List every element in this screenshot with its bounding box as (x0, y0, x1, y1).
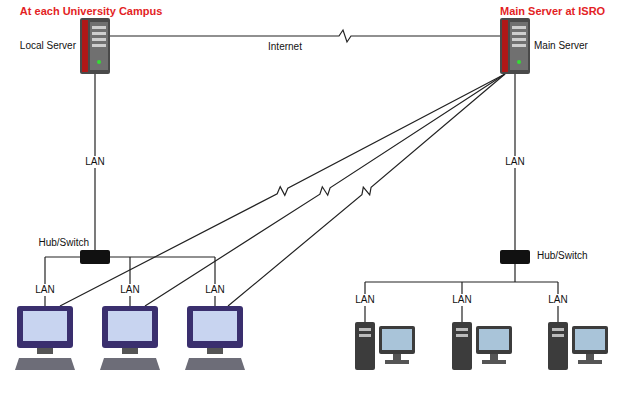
campus-computer (23, 311, 67, 341)
server-icon (512, 38, 526, 41)
isro-workstation (552, 334, 564, 337)
campus-computer (100, 358, 160, 370)
server-row: Local Server (20, 18, 110, 74)
isro-workstation (456, 334, 468, 337)
isro-workstation (572, 326, 608, 354)
isro-workstation (476, 326, 512, 354)
wire-label: LAN (203, 284, 226, 296)
isro-workstation (456, 328, 468, 331)
internet-link (110, 30, 500, 42)
link-label: Internet (266, 41, 304, 53)
isro-workstation (382, 329, 412, 350)
isro-workstation (355, 322, 415, 370)
server-icon (92, 26, 106, 29)
server-node: Main Server at ISRO Main Server (500, 4, 605, 74)
wire-label: LAN (118, 284, 141, 296)
campus-computer (185, 306, 245, 370)
isro-workstation (359, 328, 371, 331)
wireless-link (145, 74, 505, 306)
lan-wire (129, 257, 130, 306)
lan-wire (44, 257, 45, 306)
isro-workstation (482, 360, 506, 364)
node-label: Hub/Switch (536, 250, 589, 262)
isro-workstation (575, 329, 605, 350)
server-row: Main Server (500, 18, 588, 74)
isro-workstation (552, 328, 564, 331)
hub-switch: Hub/Switch (80, 250, 110, 264)
isro-workstation (355, 322, 375, 370)
campus-computer (122, 348, 138, 354)
campus-computer (15, 306, 75, 370)
node-label: Hub/Switch (37, 237, 90, 249)
isro-workstation (586, 354, 594, 360)
wireless-link (60, 74, 505, 306)
server-icon (92, 44, 106, 47)
wire-label: LAN (353, 294, 376, 306)
isro-workstation (393, 354, 401, 360)
wire-label: LAN (450, 294, 473, 306)
isro-workstation (490, 354, 498, 360)
node-label: Local Server (20, 40, 76, 52)
isro-workstation (578, 360, 602, 364)
server-icon (517, 60, 521, 64)
link-label: LAN (83, 156, 106, 168)
server-icon (80, 18, 110, 74)
isro-workstation (385, 360, 409, 364)
server-icon (500, 18, 530, 74)
node-label: Main Server (534, 40, 588, 52)
server-icon (97, 60, 101, 64)
site-heading: At each University Campus (20, 4, 162, 18)
isro-workstation (359, 334, 371, 337)
campus-computer (187, 306, 243, 348)
server-icon (512, 26, 526, 29)
server-node: At each University CampusLocal Server (20, 4, 162, 74)
link-label: LAN (503, 156, 526, 168)
isro-workstation (379, 326, 415, 354)
isro-workstation (452, 322, 472, 370)
server-icon (82, 20, 88, 72)
campus-computer (207, 348, 223, 354)
server-icon (502, 20, 508, 72)
isro-workstation (479, 329, 509, 350)
campus-computer (100, 306, 160, 370)
campus-computer (17, 306, 73, 348)
server-icon (512, 32, 526, 35)
server-icon (512, 44, 526, 47)
campus-computer (15, 358, 75, 370)
hub-switch: Hub/Switch (500, 250, 530, 264)
site-heading: Main Server at ISRO (500, 4, 605, 18)
wireless-link (60, 74, 505, 306)
campus-computer (37, 348, 53, 354)
campus-computer (193, 311, 237, 341)
server-icon (92, 32, 106, 35)
server-icon (90, 22, 108, 70)
isro-workstation (548, 322, 608, 370)
lan-wire (514, 264, 515, 282)
wire-label: LAN (33, 284, 56, 296)
lan-wire (214, 257, 215, 306)
server-icon (510, 22, 528, 70)
wireless-link (228, 74, 505, 306)
server-icon (92, 38, 106, 41)
campus-computer (185, 358, 245, 370)
isro-workstation (548, 322, 568, 370)
isro-workstation (452, 322, 512, 370)
server-icon (500, 18, 530, 74)
wire-label: LAN (546, 294, 569, 306)
campus-computer (108, 311, 152, 341)
campus-computer (102, 306, 158, 348)
server-icon (80, 18, 110, 74)
